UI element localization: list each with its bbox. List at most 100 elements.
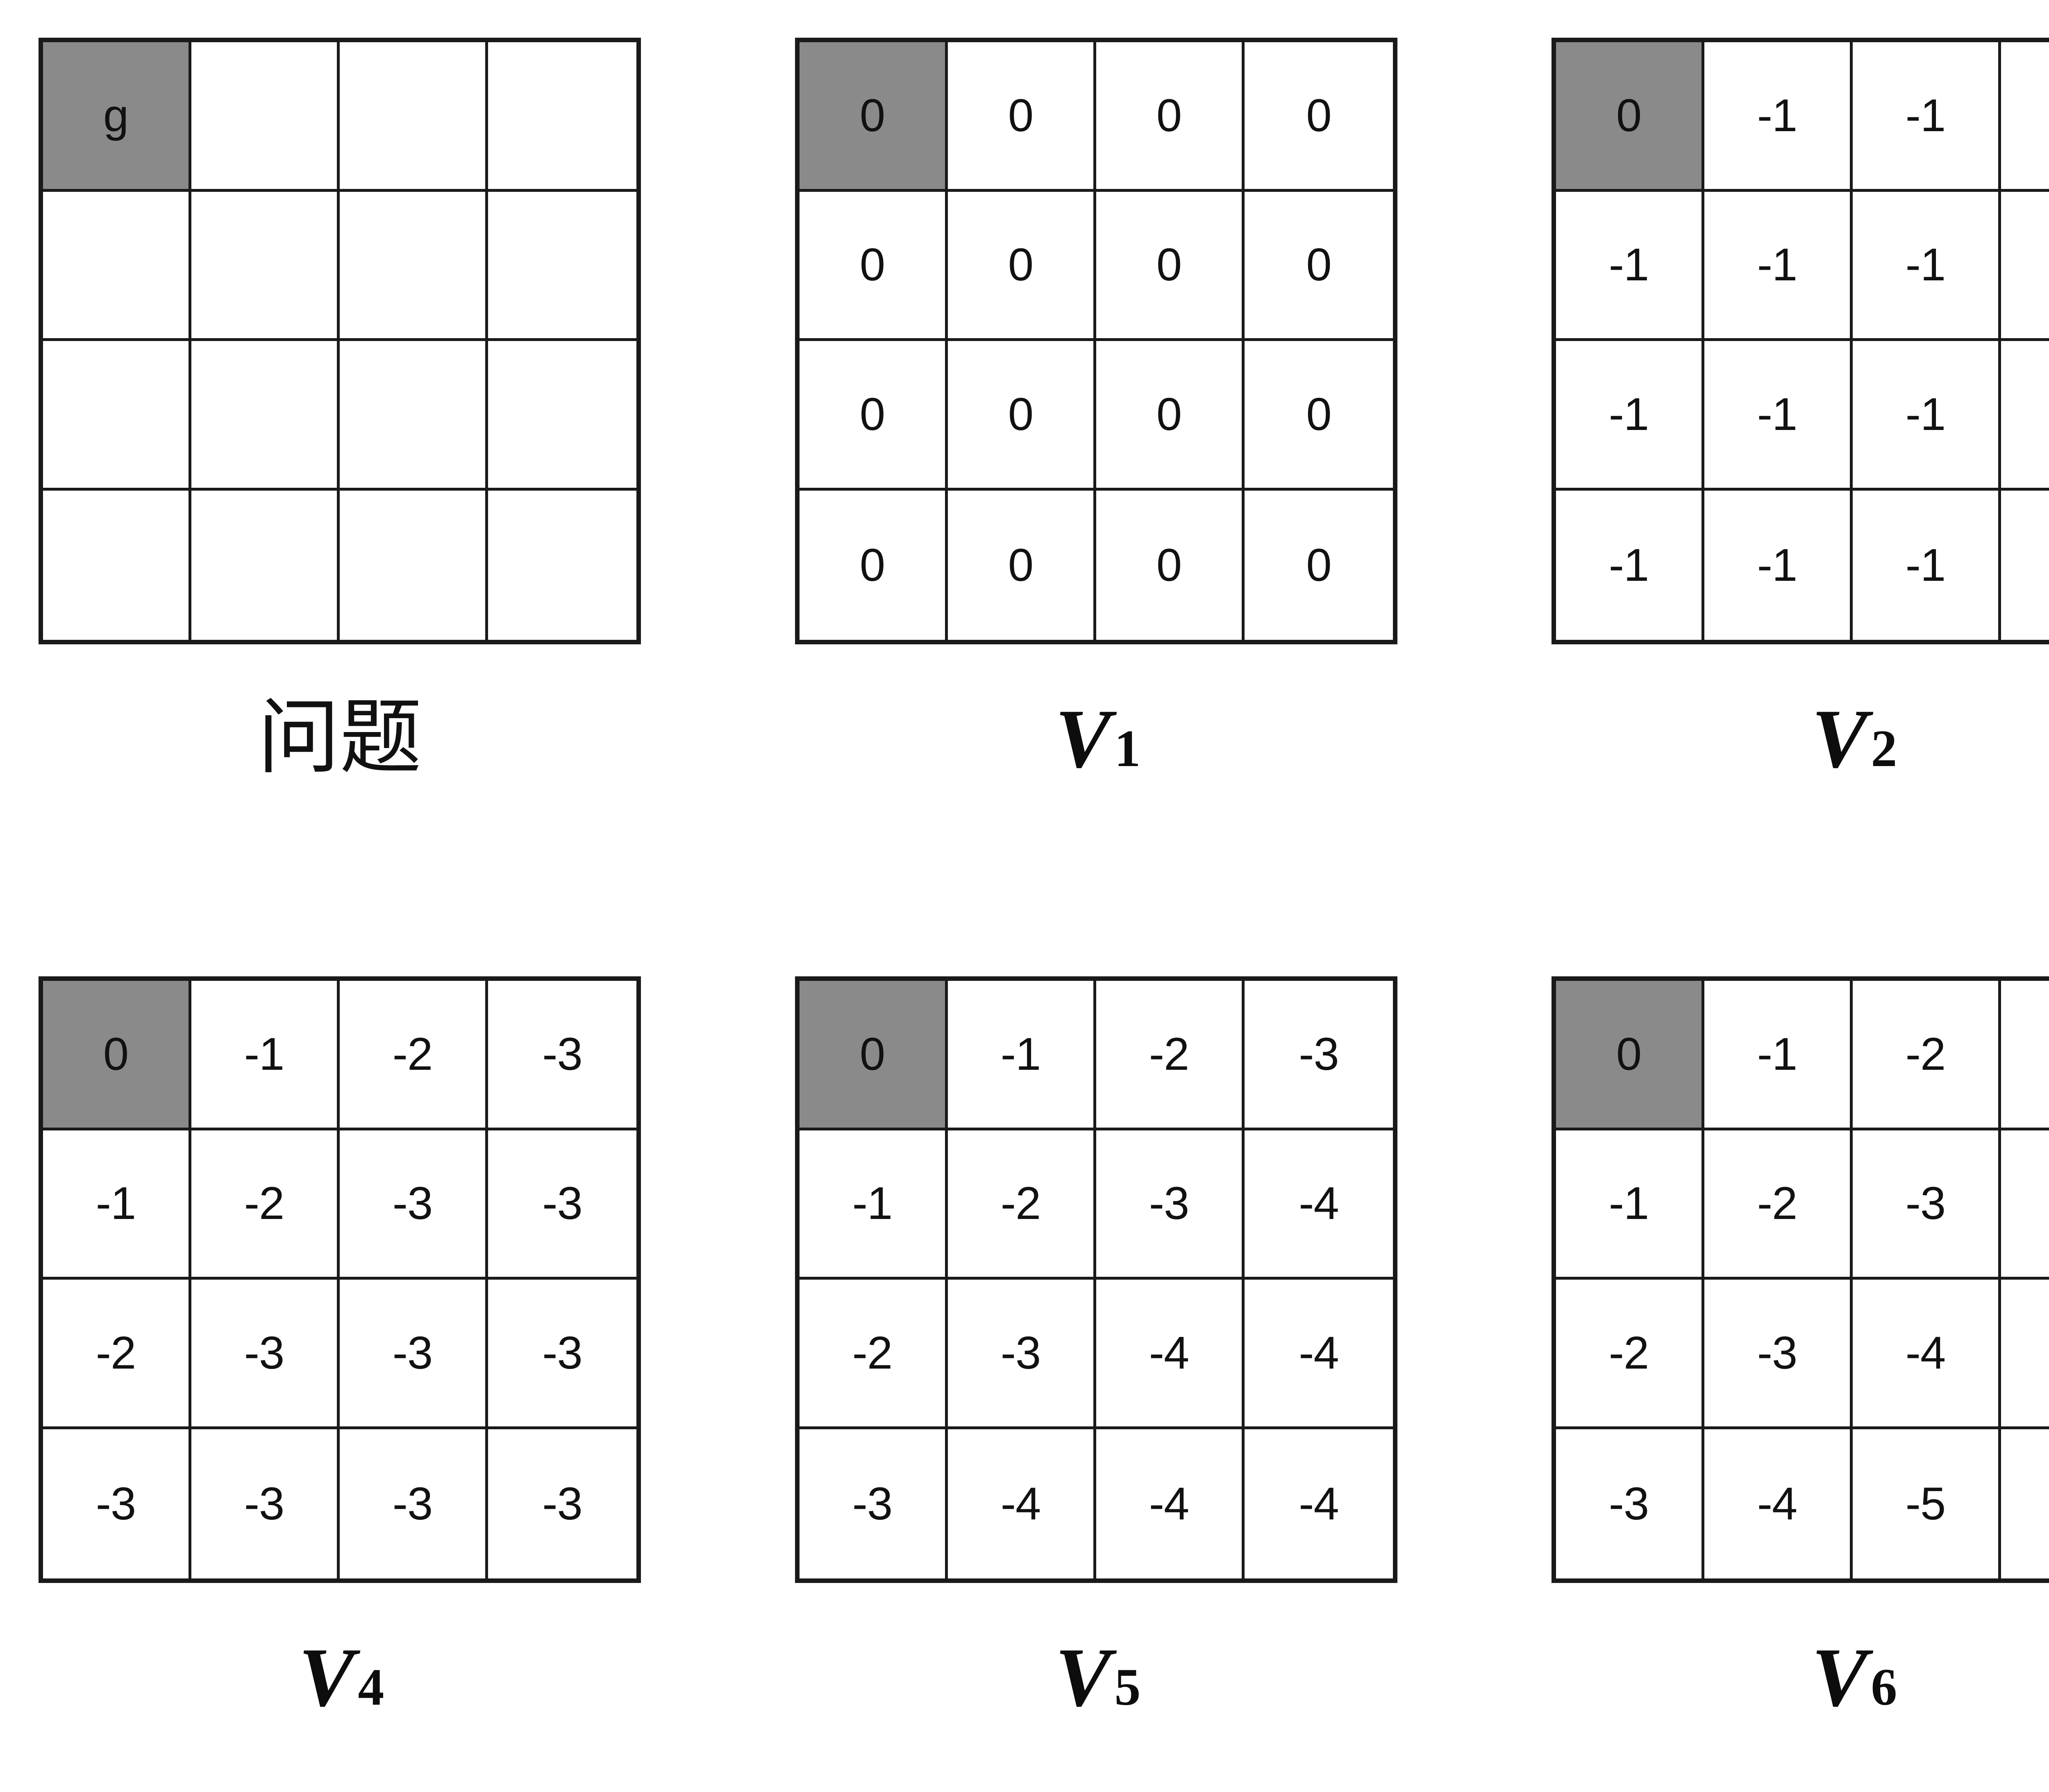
grid-cell: -1 xyxy=(2001,191,2049,341)
grid-cell: -5 xyxy=(2001,1280,2049,1429)
grid-cell xyxy=(340,42,488,192)
grid-cell: 0 xyxy=(1096,191,1245,341)
grid-cell: -2 xyxy=(43,1280,191,1429)
grid-cell-terminal: 0 xyxy=(1556,42,1704,192)
grid-cell: -3 xyxy=(1245,981,1393,1130)
caption-symbol: V xyxy=(1811,692,1868,785)
grid-cell xyxy=(488,191,636,341)
grid-cell: -3 xyxy=(340,1280,488,1429)
grid-cell xyxy=(191,490,340,640)
grid-cell: -4 xyxy=(1704,1429,1853,1578)
grid-cell: -1 xyxy=(2001,490,2049,640)
grid-cell: -1 xyxy=(43,1130,191,1280)
grid-cell: -1 xyxy=(1556,490,1704,640)
grid-cell xyxy=(43,191,191,341)
caption-subscript: 2 xyxy=(1871,719,1897,778)
grid-cell xyxy=(43,490,191,640)
panel-v2: 0-1-1-1-1-1-1-1-1-1-1-1-1-1-1-1V2 xyxy=(1552,38,2049,976)
grid-cell: -3 xyxy=(43,1429,191,1578)
caption-text: 问题 xyxy=(257,690,422,785)
grid-cell: -1 xyxy=(1704,341,1853,491)
grid-cell xyxy=(191,42,340,192)
grid-cell: -1 xyxy=(1853,490,2001,640)
grid-cell: 0 xyxy=(1245,490,1393,640)
grid-cell: -1 xyxy=(800,1130,948,1280)
caption-symbol: V xyxy=(1055,1631,1111,1724)
panel-v6: 0-1-2-3-1-2-3-4-2-3-4-5-3-4-5-5V6 xyxy=(1552,976,2049,1792)
grid-v5: 0-1-2-3-1-2-3-4-2-3-4-4-3-4-4-4 xyxy=(795,976,1397,1583)
grid-cell: -2 xyxy=(800,1280,948,1429)
grid-cell: -1 xyxy=(1556,191,1704,341)
grid-cell: -3 xyxy=(488,981,636,1130)
grid-cell: -4 xyxy=(1245,1429,1393,1578)
grid-cell-terminal: 0 xyxy=(800,981,948,1130)
grid-cell xyxy=(191,191,340,341)
grid-cell: -1 xyxy=(1853,42,2001,192)
caption-symbol: V xyxy=(1811,1631,1868,1724)
grid-cell: -1 xyxy=(191,981,340,1130)
grid-cell xyxy=(340,490,488,640)
grid-cell: 0 xyxy=(948,42,1096,192)
grid-cell: -3 xyxy=(340,1429,488,1578)
grid-cell: -3 xyxy=(1704,1280,1853,1429)
caption-subscript: 4 xyxy=(358,1658,384,1716)
grid-cell: 0 xyxy=(1096,341,1245,491)
grid-cell: -4 xyxy=(948,1429,1096,1578)
grid-cell-terminal: 0 xyxy=(43,981,191,1130)
grid-cell: -4 xyxy=(1245,1130,1393,1280)
grid-cell: -1 xyxy=(1704,490,1853,640)
grid-cell: 0 xyxy=(800,341,948,491)
grid-cell: -4 xyxy=(1096,1280,1245,1429)
grid-cell: 0 xyxy=(1245,341,1393,491)
grid-cell: -1 xyxy=(948,981,1096,1130)
grid-cell: -2 xyxy=(1096,981,1245,1130)
grid-cell: 0 xyxy=(1096,490,1245,640)
grid-cell: -4 xyxy=(2001,1130,2049,1280)
caption-symbol: V xyxy=(298,1631,355,1724)
grid-cell: -3 xyxy=(191,1280,340,1429)
grid-cell: -3 xyxy=(800,1429,948,1578)
grid-cell: -3 xyxy=(1556,1429,1704,1578)
grid-cell: 0 xyxy=(800,191,948,341)
grid-cell: 0 xyxy=(1245,191,1393,341)
grid-cell: -1 xyxy=(2001,42,2049,192)
grid-cell: -2 xyxy=(340,981,488,1130)
panel-caption-problem: 问题 xyxy=(258,697,422,807)
grid-cell: 0 xyxy=(948,191,1096,341)
grid-cell: 0 xyxy=(948,341,1096,491)
grid-cell: -3 xyxy=(948,1280,1096,1429)
grid-cell xyxy=(340,191,488,341)
grid-cell-terminal: g xyxy=(43,42,191,192)
grid-cell: -1 xyxy=(1704,42,1853,192)
grid-cell: -1 xyxy=(1556,1130,1704,1280)
grid-cell: -2 xyxy=(1556,1280,1704,1429)
grid-cell: -2 xyxy=(948,1130,1096,1280)
grid-cell: 0 xyxy=(948,490,1096,640)
grid-cell: -1 xyxy=(1853,341,2001,491)
grid-cell: -3 xyxy=(340,1130,488,1280)
grid-cell: -4 xyxy=(1096,1429,1245,1578)
caption-subscript: 1 xyxy=(1114,719,1141,778)
grid-v2: 0-1-1-1-1-1-1-1-1-1-1-1-1-1-1-1 xyxy=(1552,38,2049,644)
grid-v6: 0-1-2-3-1-2-3-4-2-3-4-5-3-4-5-5 xyxy=(1552,976,2049,1583)
grid-cell: -5 xyxy=(1853,1429,2001,1578)
grid-cell: -1 xyxy=(1853,191,2001,341)
grid-cell xyxy=(43,341,191,491)
grid-cell: 0 xyxy=(1096,42,1245,192)
grid-cell: 0 xyxy=(1245,42,1393,192)
grid-problem: g xyxy=(39,38,641,644)
grid-cell: 0 xyxy=(800,490,948,640)
grid-cell xyxy=(340,341,488,491)
grid-cell: -3 xyxy=(191,1429,340,1578)
grid-cell xyxy=(488,490,636,640)
grid-cell: -2 xyxy=(191,1130,340,1280)
grid-cell-terminal: 0 xyxy=(800,42,948,192)
grid-cell: -2 xyxy=(1853,981,2001,1130)
